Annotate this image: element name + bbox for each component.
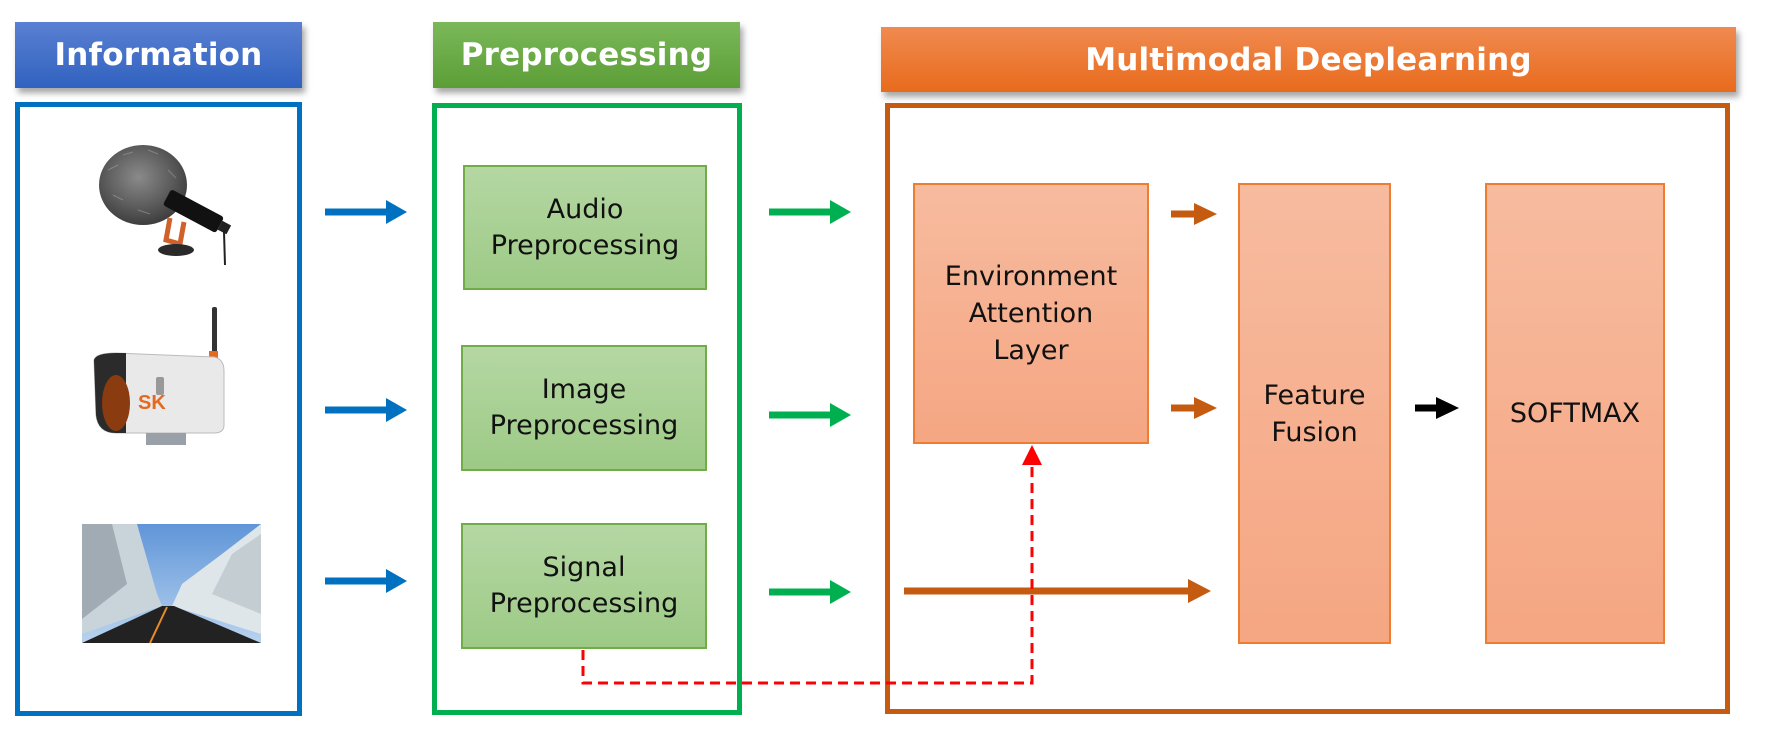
arrow-attention-to-fusion-mid (1171, 397, 1217, 419)
environment-attention-layer-box: Environment Attention Layer (913, 183, 1149, 444)
arrow-attention-to-fusion-top (1171, 203, 1217, 225)
information-header: Information (15, 22, 302, 88)
arrow-mic-to-audio (325, 200, 407, 224)
feature-fusion-label: Feature Fusion (1263, 379, 1366, 448)
environment-attention-label: Environment Attention Layer (944, 261, 1118, 366)
multimodal-header: Multimodal Deeplearning (881, 27, 1736, 92)
arrow-road-to-signal (325, 569, 407, 593)
audio-preprocessing-label: Audio Preprocessing (490, 193, 680, 261)
preprocessing-header-label: Preprocessing (460, 37, 713, 73)
dashed-signal-to-attention (581, 445, 1042, 685)
signal-preprocessing-label: Signal Preprocessing (489, 552, 679, 619)
multimodal-panel (885, 103, 1730, 714)
camera-icon: SK (93, 307, 225, 445)
image-preprocessing-box: Image Preprocessing (461, 345, 707, 471)
image-preprocessing-label: Image Preprocessing (489, 374, 679, 441)
preprocessing-panel (432, 103, 742, 715)
arrow-image-out (769, 403, 851, 427)
arrow-camera-to-image (325, 398, 407, 422)
multimodal-header-label: Multimodal Deeplearning (1085, 41, 1532, 78)
road-photo (82, 524, 261, 643)
arrow-fusion-to-softmax (1415, 397, 1459, 419)
preprocessing-header: Preprocessing (433, 22, 740, 88)
feature-fusion-box: Feature Fusion (1238, 183, 1391, 644)
audio-preprocessing-box: Audio Preprocessing (463, 165, 707, 290)
softmax-label: SOFTMAX (1509, 398, 1641, 429)
information-panel (15, 102, 302, 716)
camera-brand-text: SK (138, 392, 166, 414)
arrow-audio-out (769, 200, 851, 224)
softmax-box: SOFTMAX (1485, 183, 1665, 644)
microphone-icon (99, 145, 232, 266)
signal-preprocessing-box: Signal Preprocessing (461, 523, 707, 649)
information-header-label: Information (54, 37, 263, 73)
arrow-signal-out (769, 580, 851, 604)
arrow-signal-to-fusion (904, 579, 1211, 603)
